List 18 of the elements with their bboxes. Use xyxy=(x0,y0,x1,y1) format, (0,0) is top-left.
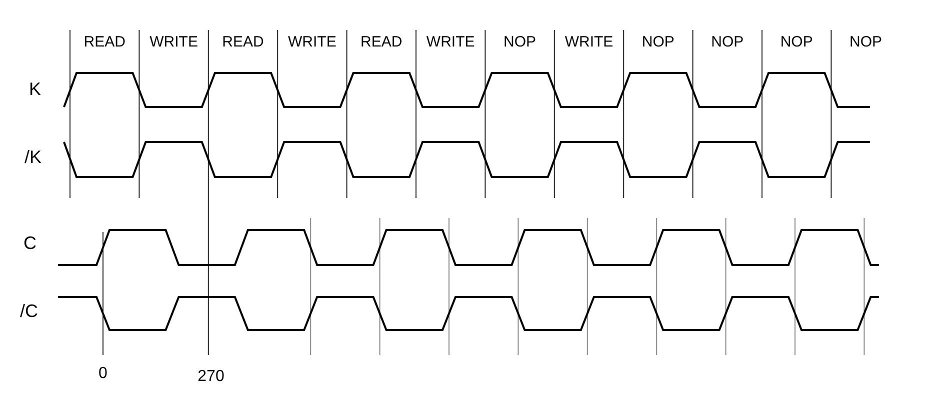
command-label: WRITE xyxy=(426,34,475,50)
signal-name: C xyxy=(24,234,36,252)
command-label: NOP xyxy=(504,34,536,50)
command-label: READ xyxy=(222,34,264,50)
command-label: NOP xyxy=(780,34,813,50)
command-label: WRITE xyxy=(564,34,614,50)
signal-name: K xyxy=(29,80,41,98)
signal-name: /C xyxy=(20,302,38,320)
command-label: WRITE xyxy=(150,34,198,50)
command-label: WRITE xyxy=(288,34,336,50)
command-label: NOP xyxy=(850,34,882,50)
command-label: READ xyxy=(360,34,402,50)
signal-name: /K xyxy=(24,148,42,166)
command-label: NOP xyxy=(642,34,674,50)
command-label: READ xyxy=(84,34,126,50)
phase-label: 0 xyxy=(98,366,108,382)
command-label: NOP xyxy=(711,34,744,50)
phase-label: 270 xyxy=(198,369,224,385)
